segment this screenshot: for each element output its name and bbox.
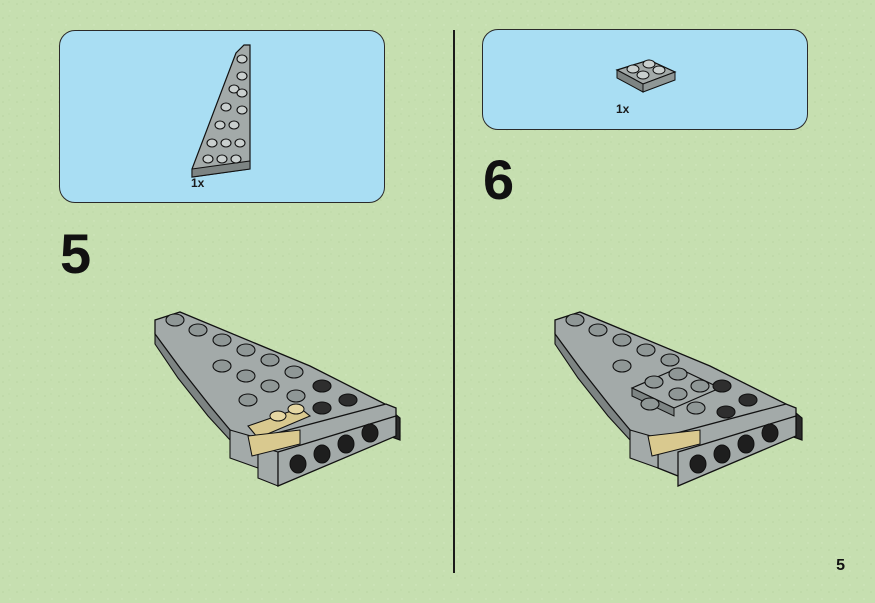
step-divider [453, 30, 455, 573]
page-number: 5 [836, 557, 845, 574]
assembly-illustration-step-6 [554, 311, 803, 487]
part-quantity: 1x [616, 102, 630, 116]
step-number: 6 [483, 148, 515, 211]
parts-list-box-step-5: 1x [59, 30, 385, 203]
plate-2x2-icon [615, 59, 677, 93]
part-quantity: 1x [191, 176, 205, 190]
parts-list-box-step-6: 1x [482, 29, 808, 130]
assembly-illustration-step-5 [154, 311, 401, 487]
wedge-plate-icon [191, 44, 251, 178]
step-number: 5 [60, 222, 92, 285]
